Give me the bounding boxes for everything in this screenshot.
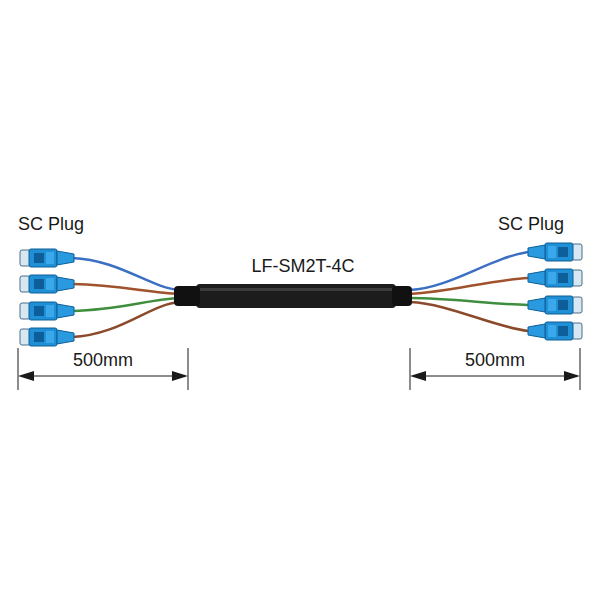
sc-plug bbox=[20, 328, 74, 346]
plug-label: SC Plug bbox=[498, 214, 564, 236]
sc-plug bbox=[20, 302, 74, 320]
plug-label: SC Plug bbox=[18, 214, 84, 236]
dimension-label: 500mm bbox=[465, 350, 525, 372]
sc-plug bbox=[528, 296, 582, 314]
cable-model: LF-SM2T-4C bbox=[251, 256, 354, 278]
sc-plug bbox=[20, 275, 74, 293]
sc-plug bbox=[20, 249, 74, 267]
sc-plug bbox=[528, 243, 582, 261]
sc-plug bbox=[528, 269, 582, 287]
sc-plug bbox=[528, 322, 582, 340]
dimension-label: 500mm bbox=[73, 350, 133, 372]
